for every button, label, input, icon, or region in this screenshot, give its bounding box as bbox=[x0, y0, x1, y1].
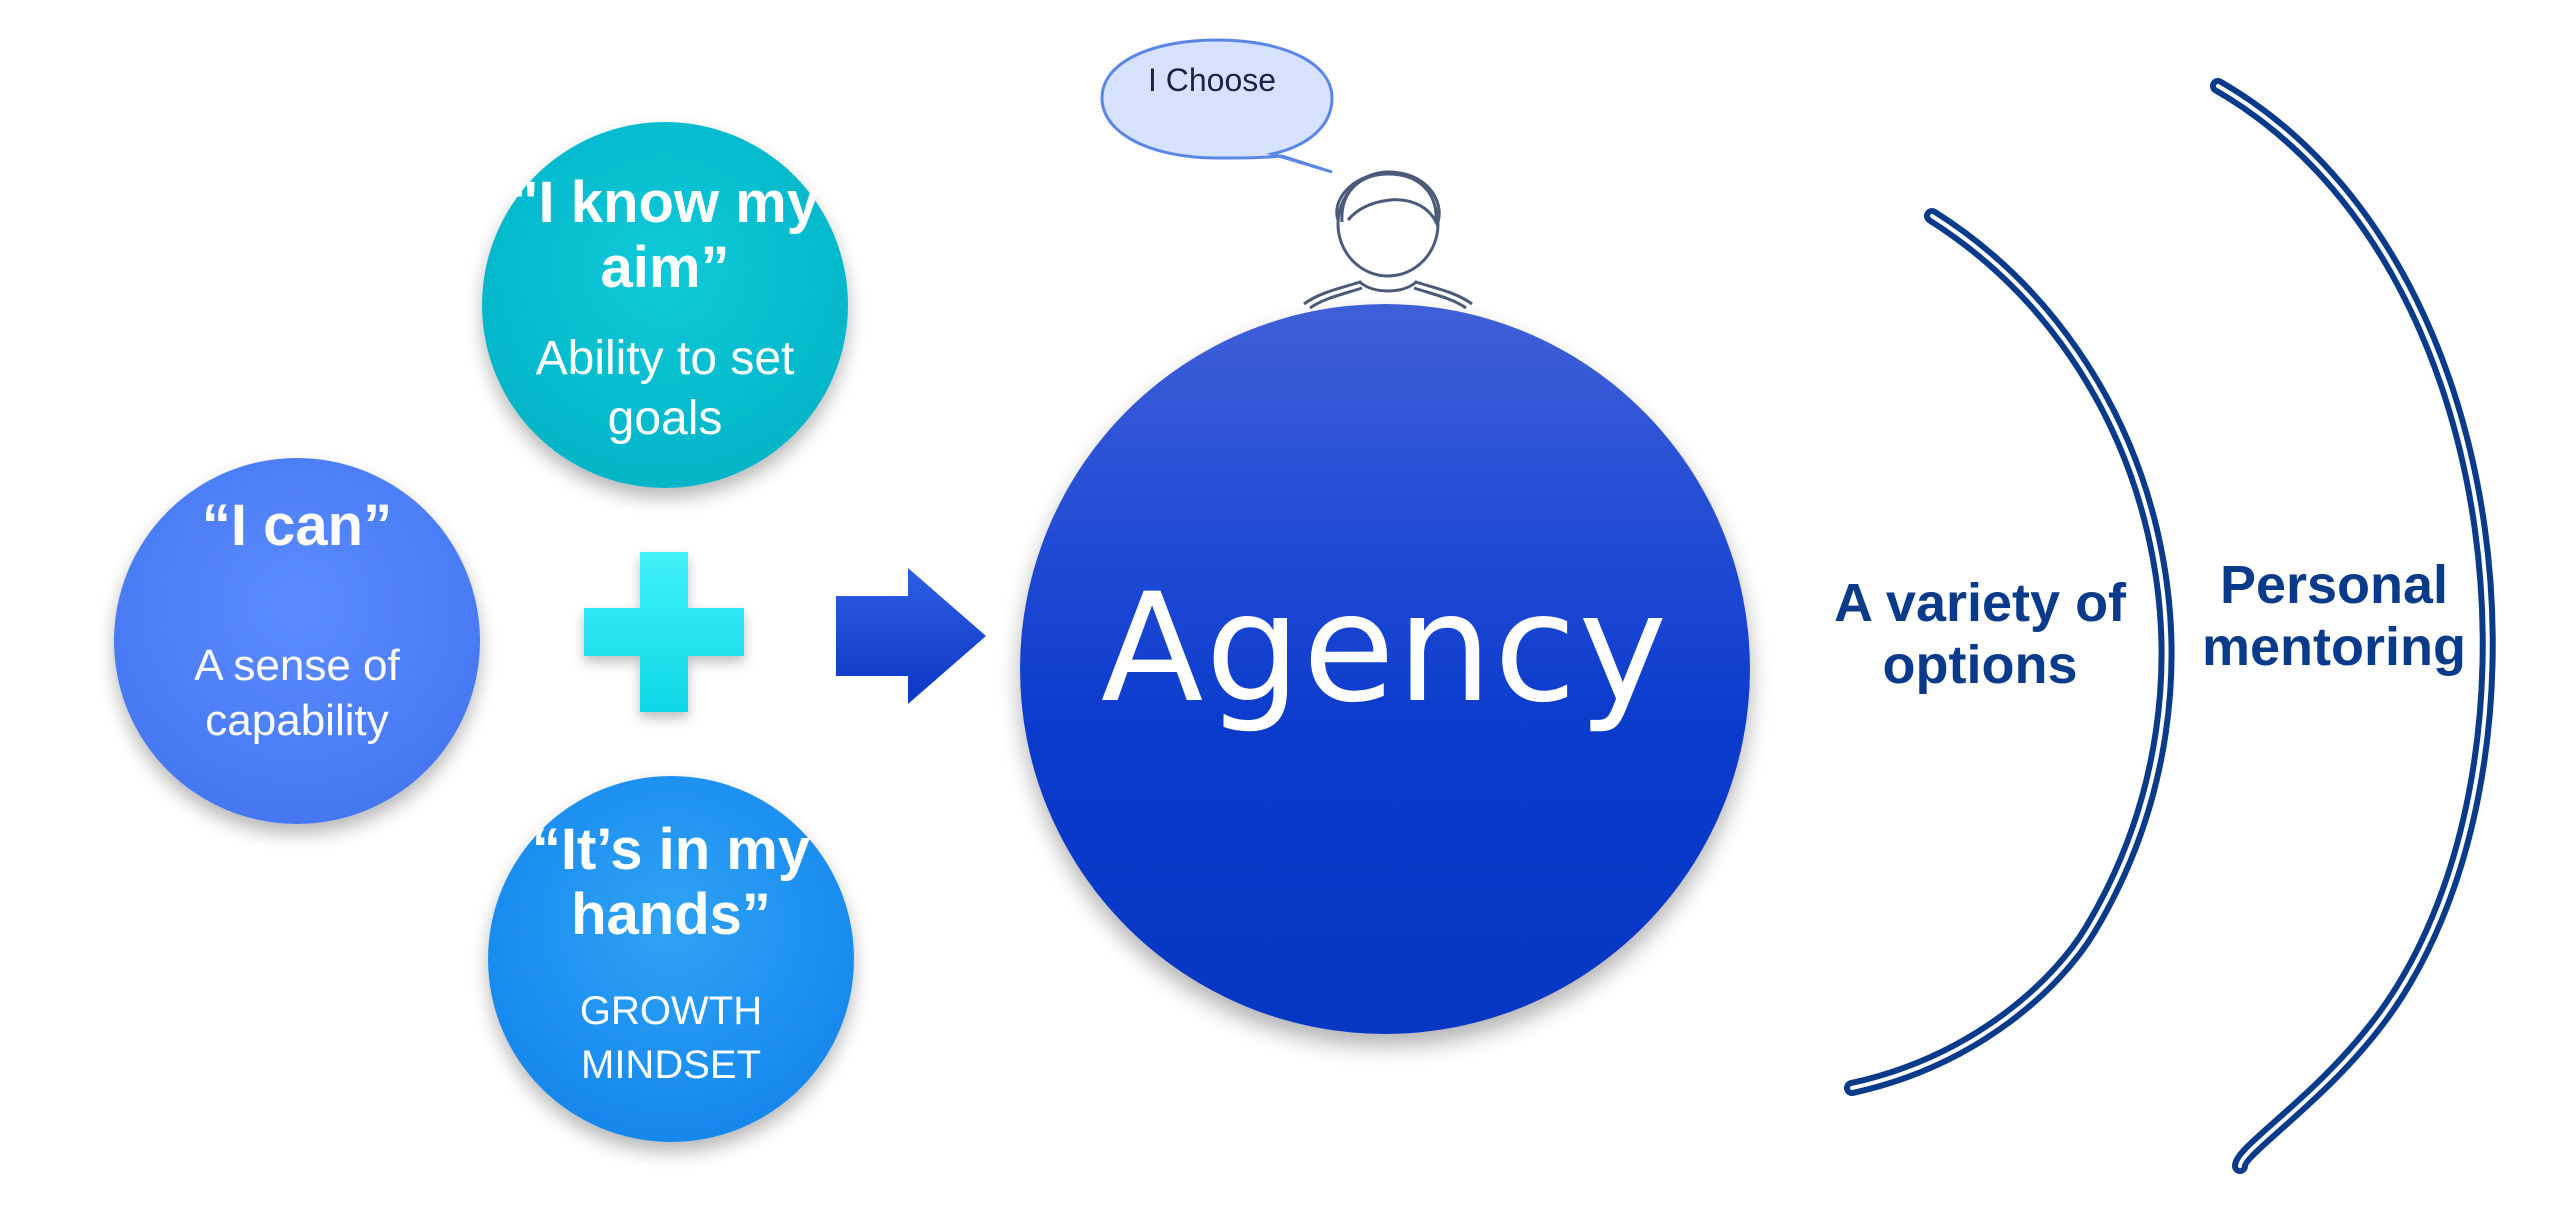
circle-agency: Agency bbox=[1020, 304, 1750, 1034]
circle-hands-subtitle: GROWTH MINDSET bbox=[579, 988, 763, 1087]
circle-can-quote: “I can” bbox=[201, 492, 393, 558]
circle-aim-quote: "I know my aim” bbox=[511, 170, 819, 300]
circle-know-my-aim: "I know my aim” Ability to set goals bbox=[482, 122, 848, 488]
circle-in-my-hands: “It’s in my hands” GROWTH MINDSET bbox=[488, 776, 854, 1142]
circle-i-can: “I can” A sense of capability bbox=[114, 458, 480, 824]
arc-inner bbox=[1844, 208, 2175, 1096]
arc-outer bbox=[2210, 78, 2496, 1174]
surrounding-arcs bbox=[1844, 78, 2496, 1174]
label-personal-mentoring: Personal mentoring bbox=[2202, 555, 2466, 677]
agency-title: Agency bbox=[1100, 562, 1670, 736]
circle-aim-subtitle: Ability to set goals bbox=[535, 331, 795, 445]
speech-bubble-icon bbox=[1100, 38, 1334, 174]
plus-icon bbox=[584, 552, 744, 712]
label-variety-of-options: A variety of options bbox=[1833, 573, 2127, 695]
right-arrow-icon bbox=[836, 568, 986, 704]
speech-bubble-text: I Choose bbox=[1147, 62, 1277, 98]
person-icon bbox=[1303, 170, 1473, 310]
circle-can-subtitle: A sense of capability bbox=[194, 641, 400, 746]
circle-hands-quote: “It’s in my hands” bbox=[531, 817, 811, 947]
